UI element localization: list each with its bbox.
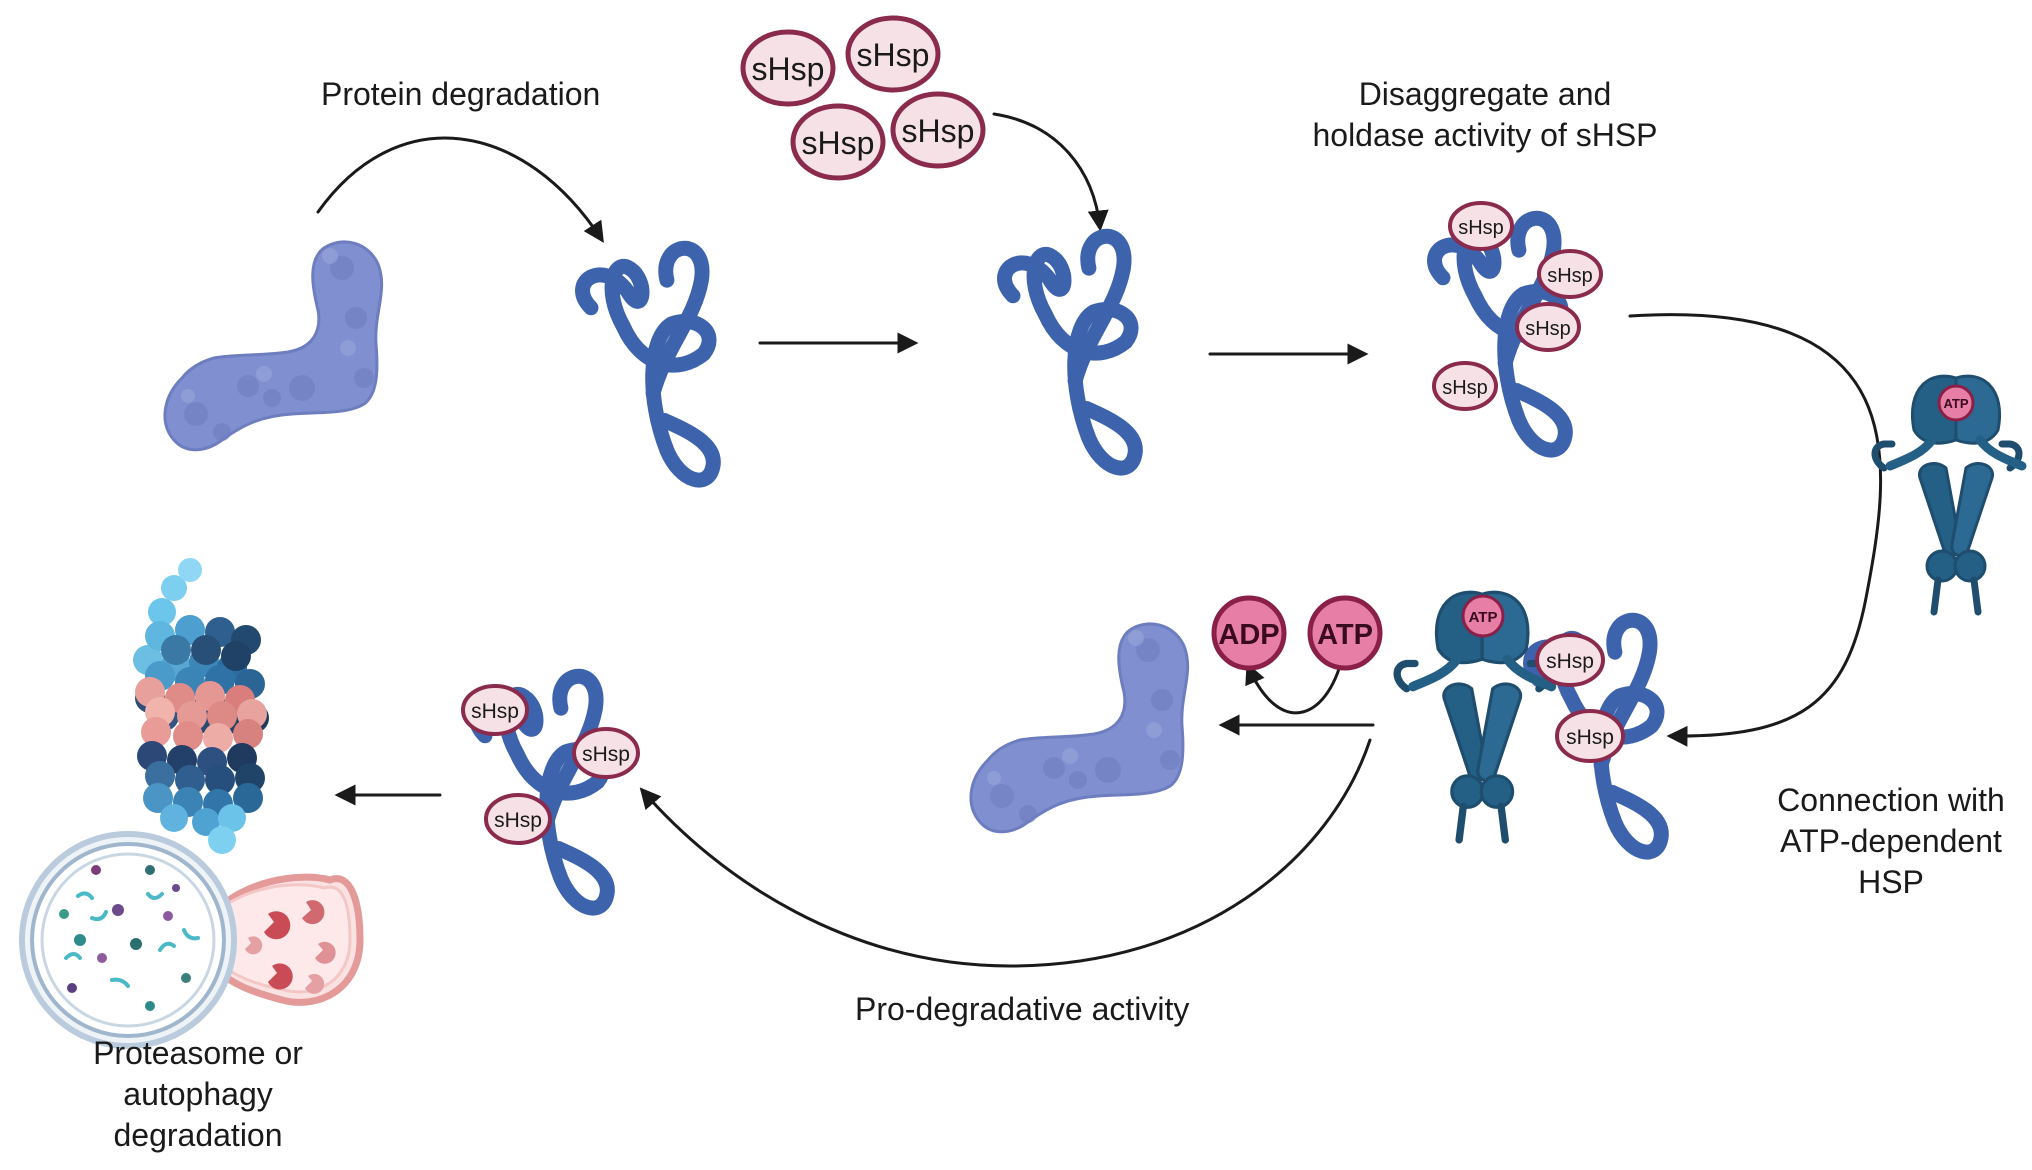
shsp-chaperone-icon: sHsp [1448,201,1514,251]
atp-molecule-icon: ATP [1937,384,1975,422]
shsp-binding-arrow [992,112,1109,232]
shsp-chaperone-icon: sHsp [790,103,886,181]
autophagosome-lysosome-icon [19,831,364,1049]
shsp-chaperone-icon: sHsp [1535,633,1605,687]
atp-molecule-icon: ATP [1307,595,1383,671]
svg-text:sHsp: sHsp [494,809,542,832]
svg-text:sHsp: sHsp [1566,726,1614,749]
shsp-chaperone-icon: sHsp [484,793,552,845]
disaggregate-holdase-label: Disaggregate and holdase activity of sHS… [1300,74,1670,156]
shsp-chaperone-icon: sHsp [1537,249,1603,299]
connection-label-line: ATP-dependent [1780,823,2002,859]
adp-molecule-icon: ADP [1211,595,1287,671]
shsp-chaperone-icon: sHsp [1555,709,1625,763]
svg-text:sHsp: sHsp [1442,377,1488,399]
svg-text:sHsp: sHsp [752,51,825,87]
svg-text:ATP: ATP [1469,609,1498,626]
protein-degradation-label: Protein degradation [321,76,601,112]
shsp-protein-complex: sHsp sHsp sHsp [461,676,640,908]
svg-text:ATP: ATP [1943,396,1968,411]
proteasome-autophagy-label: Proteasome or autophagy degradation [58,1033,338,1156]
arrow-layer [316,112,1883,968]
aggregated-protein-icon [163,240,384,452]
unfolded-protein-icon [1004,236,1135,468]
svg-text:sHsp: sHsp [1458,217,1504,239]
connection-label-line: HSP [1858,864,1924,900]
proteasome-label-line: autophagy [123,1076,273,1112]
shsp-chaperone-icon: sHsp [845,15,941,93]
svg-text:sHsp: sHsp [582,743,630,766]
svg-text:sHsp: sHsp [1546,650,1594,673]
shsp-chaperone-icon: sHsp [890,91,986,169]
unfolded-protein-icon [582,248,713,480]
svg-text:sHsp: sHsp [802,125,875,161]
atp-molecule-icon: ATP [1461,594,1505,638]
protein-degradation-arrow [316,136,604,243]
svg-text:ADP: ADP [1218,619,1279,651]
shsp-protein-complex: sHsp sHsp sHsp sHsp [1432,201,1603,450]
connection-label: Connection with ATP-dependent HSP [1766,780,2016,903]
shsp-chaperone-icon: sHsp [1432,361,1498,411]
atp-adp-exchange-arrow [1245,648,1346,715]
shsp-chaperone-icon: sHsp [572,727,640,779]
connection-label-line: Connection with [1777,782,2005,818]
svg-text:sHsp: sHsp [857,37,930,73]
svg-text:sHsp: sHsp [471,700,519,723]
svg-text:ATP: ATP [1317,619,1373,651]
shsp-chaperone-icon: sHsp [1515,302,1581,352]
proteasome-icon [133,558,269,854]
hsp-shsp-protein-complex: ATP sHsp sHsp [1397,592,1661,852]
atp-dependent-hsp-icon: ATP [1875,376,2022,612]
shsp-chaperone-icon: sHsp [461,684,529,736]
shsp-chaperone-icon: sHsp [740,29,836,107]
svg-text:sHsp: sHsp [902,113,975,149]
disaggregate-label-line: Disaggregate and [1358,76,1612,112]
proteasome-label-line: degradation [113,1117,283,1153]
disaggregate-label-line: holdase activity of sHSP [1312,117,1658,153]
proteasome-label-line: Proteasome or [93,1035,303,1071]
connection-arrow [1628,313,1883,747]
svg-text:sHsp: sHsp [1547,265,1593,287]
pro-degradative-label: Pro-degradative activity [855,991,1190,1027]
aggregated-protein-icon [969,622,1190,834]
shsp-cluster: sHsp sHsp sHsp sHsp [740,15,986,181]
svg-text:sHsp: sHsp [1525,318,1571,340]
pro-degradative-arrow [639,738,1372,968]
